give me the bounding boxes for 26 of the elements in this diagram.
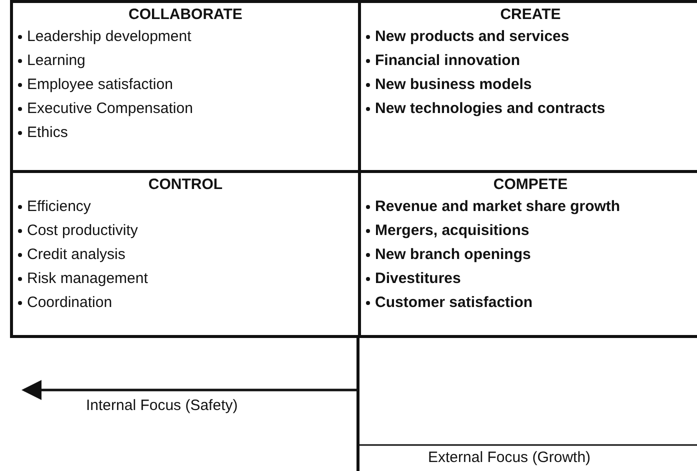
axis-label: Internal Focus (Safety)	[86, 397, 238, 414]
bullet-item: Executive Compensation	[27, 99, 193, 119]
axis-label: External Focus (Growth)	[428, 449, 591, 466]
bullet-item: New technologies and contracts	[375, 99, 606, 119]
bullet-item: Risk management	[27, 269, 148, 289]
bullet-item: Ethics	[27, 123, 68, 143]
quadrant-heading: CONTROL	[148, 176, 223, 193]
quadrant-heading: COLLABORATE	[128, 6, 242, 23]
bullet-item: Cost productivity	[27, 221, 138, 241]
bullet-item: Efficiency	[27, 197, 91, 217]
quadrant-heading: COMPETE	[493, 176, 568, 193]
bullet-item: Customer satisfaction	[375, 293, 533, 313]
bullet-item: Learning	[27, 51, 86, 71]
bullet-item: Leadership development	[27, 27, 192, 47]
bullet-item: Coordination	[27, 293, 112, 313]
quadrant-cell	[10, 0, 361, 173]
bullet-item: Employee satisfaction	[27, 75, 173, 95]
bullet-item: Divestitures	[375, 269, 461, 289]
bullet-item: New business models	[375, 75, 532, 95]
bullet-item: Mergers, acquisitions	[375, 221, 530, 241]
bullet-item: Revenue and market share growth	[375, 197, 620, 217]
bullet-item: Credit analysis	[27, 245, 126, 265]
bullet-item: New branch openings	[375, 245, 531, 265]
quadrant-heading: CREATE	[500, 6, 561, 23]
bullet-item: New products and services	[375, 27, 570, 47]
bullet-item: Financial innovation	[375, 51, 520, 71]
